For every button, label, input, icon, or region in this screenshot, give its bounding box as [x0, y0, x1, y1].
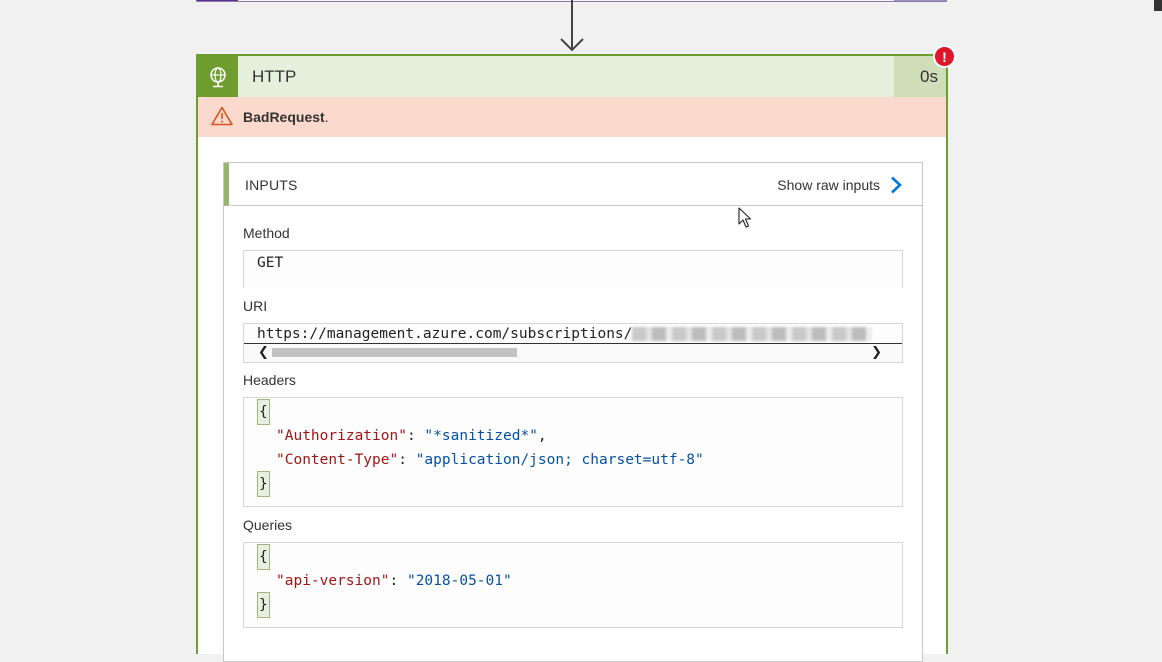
inputs-section-title: INPUTS: [245, 177, 298, 193]
json-sep: :: [398, 452, 416, 468]
uri-label: URI: [243, 298, 268, 314]
inputs-panel: INPUTS Show raw inputs Method GET URI ht…: [223, 162, 923, 662]
headers-field[interactable]: { "Authorization": "*sanitized*", "Conte…: [243, 397, 903, 507]
scroll-left-icon[interactable]: ❮: [258, 345, 269, 360]
open-brace: {: [257, 399, 270, 425]
queries-label: Queries: [243, 517, 293, 533]
header-entry: "Authorization": "*sanitized*",: [258, 424, 902, 448]
show-raw-inputs-label: Show raw inputs: [777, 177, 880, 193]
json-value: "2018-05-01": [406, 573, 512, 589]
json-key: "Authorization": [276, 428, 407, 444]
action-header[interactable]: HTTP 0s: [198, 56, 946, 97]
json-key: "Content-Type": [276, 452, 399, 468]
http-action-card: HTTP 0s BadRequest. INPUTS Show raw inpu…: [196, 54, 948, 662]
previous-action-accent: [197, 0, 238, 1]
json-sep: :: [406, 428, 425, 444]
http-globe-icon: [198, 56, 238, 97]
scrollbar-thumb[interactable]: [272, 348, 517, 357]
query-entry: "api-version": "2018-05-01": [258, 569, 902, 593]
headers-label: Headers: [243, 372, 296, 388]
uri-value: https://management.azure.com/subscriptio…: [257, 326, 633, 342]
redacted-subscription-id: [632, 327, 873, 341]
header-entry: "Content-Type": "application/json; chars…: [258, 448, 902, 472]
uri-field[interactable]: https://management.azure.com/subscriptio…: [243, 323, 903, 363]
close-brace: }: [257, 471, 270, 497]
json-trail: ,: [537, 428, 547, 444]
uri-horizontal-scrollbar[interactable]: ❮ ❯: [244, 343, 902, 362]
queries-field[interactable]: { "api-version": "2018-05-01" }: [243, 542, 903, 628]
json-sep: :: [389, 573, 407, 589]
json-value: "*sanitized*": [424, 428, 538, 444]
method-field[interactable]: GET: [243, 250, 903, 288]
arrow-down-icon: [560, 0, 584, 52]
close-brace: }: [257, 592, 270, 618]
scroll-right-icon[interactable]: ❯: [871, 345, 882, 360]
show-raw-inputs-link[interactable]: Show raw inputs: [777, 176, 902, 194]
error-banner: BadRequest.: [198, 97, 946, 137]
action-title: HTTP: [252, 67, 297, 86]
previous-action-duration-accent: [894, 0, 946, 1]
open-brace: {: [257, 544, 270, 570]
error-suffix: .: [324, 109, 329, 125]
chevron-right-icon: [891, 176, 902, 194]
error-badge[interactable]: !: [933, 45, 956, 68]
error-message: BadRequest.: [243, 109, 329, 125]
json-value: "application/json; charset=utf-8": [415, 452, 704, 468]
edge-marker: [1154, 0, 1162, 11]
mouse-cursor-icon: [738, 207, 752, 228]
inputs-header: INPUTS Show raw inputs: [224, 163, 922, 206]
method-value: GET: [257, 255, 284, 271]
warning-triangle-icon: [211, 106, 233, 126]
method-label: Method: [243, 225, 290, 241]
error-code: BadRequest: [243, 109, 325, 125]
json-key: "api-version": [276, 573, 390, 589]
